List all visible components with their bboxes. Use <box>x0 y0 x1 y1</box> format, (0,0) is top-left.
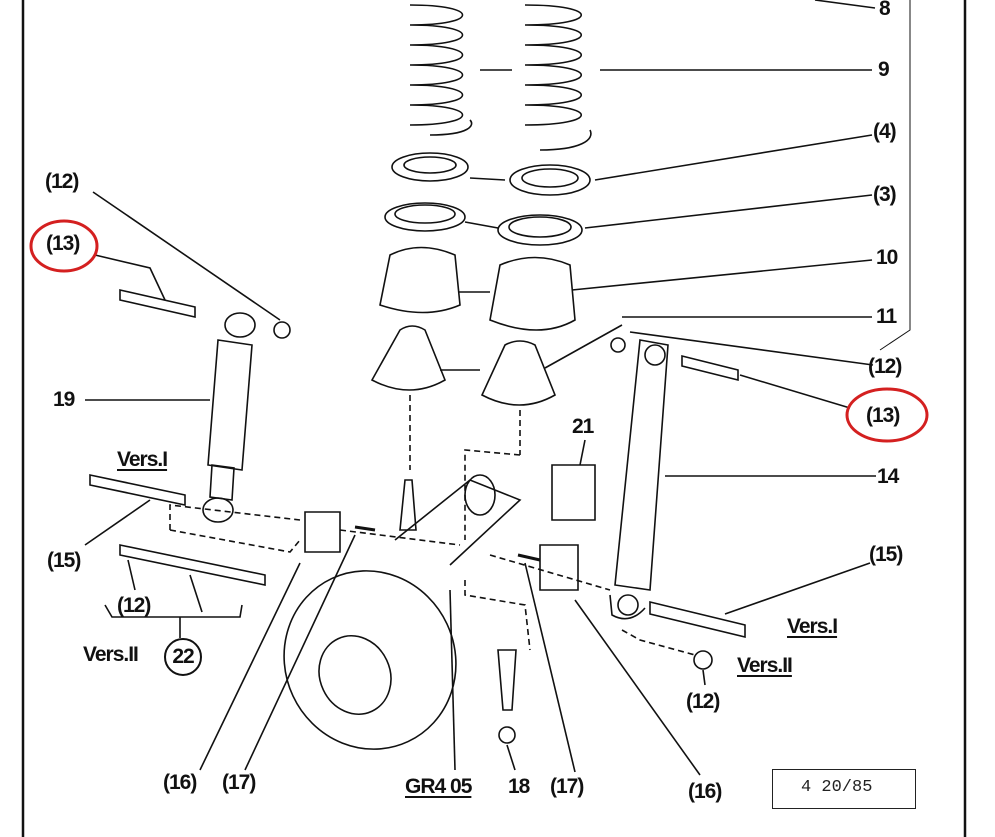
leader-18 <box>506 744 516 771</box>
leader-12-right <box>629 331 874 366</box>
label-8: 8 <box>879 0 891 20</box>
leader-21 <box>579 439 586 466</box>
leader-8 <box>814 0 876 9</box>
leader-10 <box>571 259 873 291</box>
leader-16-right <box>574 599 701 776</box>
nut-left-top <box>273 321 291 339</box>
label-18: 18 <box>508 775 530 798</box>
leader-13-right <box>739 374 851 409</box>
label-15-left: (15) <box>47 549 81 572</box>
label-12-bottom-right: (12) <box>686 690 720 713</box>
leader-17-left <box>244 534 356 771</box>
nut-right-top <box>610 337 626 353</box>
bolt-right-bottom <box>649 600 746 639</box>
label-13-right: (13) <box>866 404 900 427</box>
reference-text: 4 20/85 <box>801 778 873 797</box>
label-4: (4) <box>873 120 897 143</box>
reference-box: 4 20/85 <box>772 769 916 809</box>
label-16-right: (16) <box>688 780 722 803</box>
leader-4 <box>594 134 873 181</box>
bolt-left-vers2 <box>119 544 266 586</box>
label-vers1-right: Vers.I <box>787 615 838 638</box>
rubber-buffer-right <box>480 340 557 406</box>
label-17-right: (17) <box>550 775 584 798</box>
bump-cup-left <box>379 246 461 314</box>
rubber-buffer-left <box>370 325 447 391</box>
leader-3 <box>584 194 873 229</box>
leader-15-left <box>84 499 151 546</box>
bump-cup-right <box>489 256 576 331</box>
bolt-left-vers1 <box>89 474 186 506</box>
link-arm <box>614 339 669 591</box>
label-12-top-left: (12) <box>45 170 79 193</box>
label-vers2-right: Vers.II <box>737 654 793 677</box>
coil-spring-right <box>524 4 592 151</box>
brake-drum <box>283 570 457 750</box>
block-left <box>304 511 341 553</box>
block-21 <box>551 464 596 521</box>
block-right <box>539 544 579 591</box>
label-11: 11 <box>876 305 897 328</box>
ring-right <box>497 214 583 246</box>
label-vers1-left: Vers.I <box>117 448 168 471</box>
label-21: 21 <box>572 415 594 438</box>
shock-absorber <box>207 339 253 471</box>
highlight-circle-left <box>29 219 99 273</box>
label-9: 9 <box>878 58 890 81</box>
leader-gr405 <box>449 589 456 771</box>
label-3: (3) <box>873 183 897 206</box>
spring-seat-right <box>509 164 591 196</box>
spring-seat-left <box>391 152 469 182</box>
stud-18 <box>497 649 517 711</box>
nut-right-bottom <box>693 650 713 670</box>
label-gr405: GR4 05 <box>405 775 472 798</box>
label-13-left: (13) <box>46 232 80 255</box>
label-22-circled: 22 <box>164 638 202 676</box>
stud-upper <box>399 479 417 531</box>
label-12-right: (12) <box>868 355 902 378</box>
label-12-left: (12) <box>117 594 151 617</box>
label-19: 19 <box>53 388 75 411</box>
axle-clamp <box>464 474 496 516</box>
label-16-left: (16) <box>163 771 197 794</box>
leader-17-right <box>524 562 576 773</box>
label-vers2-left: Vers.II <box>83 643 139 666</box>
bolt-right-top <box>681 354 739 382</box>
leader-16-left <box>199 562 301 771</box>
bolt-left-top <box>119 288 196 319</box>
leader-13-left <box>94 254 166 301</box>
label-15-right: (15) <box>869 543 903 566</box>
label-14: 14 <box>877 465 899 488</box>
ring-left <box>384 202 466 232</box>
highlight-circle-right <box>845 387 929 443</box>
label-17-left: (17) <box>222 771 256 794</box>
inner-frame-line <box>879 0 911 351</box>
coil-spring-left <box>409 4 473 136</box>
bracket-22 <box>104 604 243 618</box>
leader-12-left-top <box>92 191 281 321</box>
leader-15-right <box>724 562 871 615</box>
label-10: 10 <box>876 246 898 269</box>
